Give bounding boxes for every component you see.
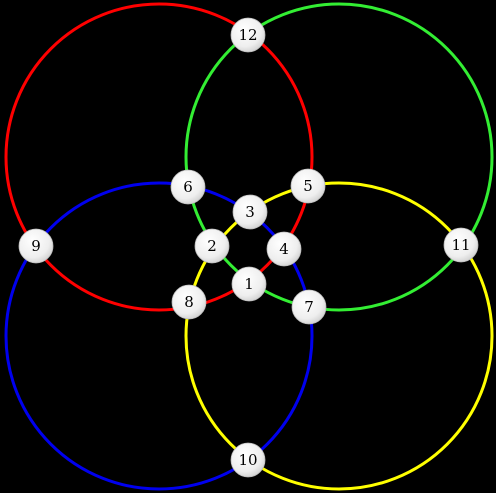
node-10-label: 10 xyxy=(238,451,257,469)
yellow-circle xyxy=(184,181,494,491)
node-12: 12 xyxy=(230,17,266,53)
node-2-disc xyxy=(194,228,230,264)
node-4-disc xyxy=(266,231,302,267)
node-1-disc xyxy=(231,266,267,302)
node-5: 5 xyxy=(290,168,326,204)
node-2: 2 xyxy=(194,228,230,264)
node-11-disc xyxy=(443,227,479,263)
node-8-disc xyxy=(171,284,207,320)
node-10: 10 xyxy=(230,442,266,478)
node-8-label: 8 xyxy=(184,293,194,311)
node-7-label: 7 xyxy=(304,298,314,316)
node-9-disc xyxy=(18,228,54,264)
node-3-disc xyxy=(232,194,268,230)
node-1-label: 1 xyxy=(244,275,254,293)
node-8: 8 xyxy=(171,284,207,320)
node-6-label: 6 xyxy=(183,178,193,196)
node-2-label: 2 xyxy=(207,237,217,255)
node-5-label: 5 xyxy=(303,177,313,195)
blue-circle xyxy=(4,181,314,491)
node-12-label: 12 xyxy=(238,26,257,44)
node-1: 1 xyxy=(231,266,267,302)
node-4-label: 4 xyxy=(279,240,289,258)
node-10-disc xyxy=(230,442,266,478)
node-6: 6 xyxy=(170,169,206,205)
node-12-disc xyxy=(230,17,266,53)
node-9: 9 xyxy=(18,228,54,264)
node-6-disc xyxy=(170,169,206,205)
circles-layer xyxy=(4,2,494,491)
node-3: 3 xyxy=(232,194,268,230)
node-5-disc xyxy=(290,168,326,204)
node-4: 4 xyxy=(266,231,302,267)
node-3-label: 3 xyxy=(245,203,255,221)
node-9-label: 9 xyxy=(31,237,41,255)
node-11: 11 xyxy=(443,227,479,263)
node-7-disc xyxy=(291,289,327,325)
red-circle xyxy=(4,2,314,312)
node-11-label: 11 xyxy=(451,236,470,254)
node-7: 7 xyxy=(291,289,327,325)
green-circle xyxy=(184,2,494,312)
